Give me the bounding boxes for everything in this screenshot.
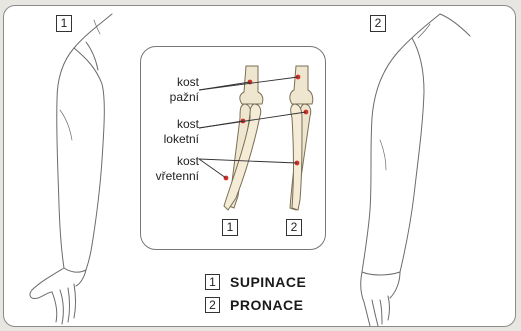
bones-pronation [290,66,313,210]
label-humerus-line1: kost [139,75,199,90]
humerus-2 [290,66,313,104]
label-ulna: kost loketní [139,117,199,147]
legend-label-pronation: PRONACE [230,297,304,313]
label-humerus-line2: pažní [139,90,199,105]
label-ulna-line2: loketní [139,132,199,147]
label-humerus: kost pažní [139,75,199,105]
radius-2 [291,104,302,210]
legend-number-1: 1 [205,274,220,290]
label-radius: kost vřetenní [139,154,199,184]
legend-number-2: 2 [205,297,220,313]
bones-supination [224,66,263,210]
legend-label-supination: SUPINACE [230,274,306,290]
label-ulna-line1: kost [139,117,199,132]
humerus-1 [240,66,263,104]
label-radius-line2: vřetenní [139,169,199,184]
bone-number-1: 1 [222,219,238,236]
legend-item-supination: 1 SUPINACE [205,274,306,290]
bone-number-2: 2 [286,219,302,236]
legend-item-pronation: 2 PRONACE [205,297,304,313]
label-radius-line1: kost [139,154,199,169]
